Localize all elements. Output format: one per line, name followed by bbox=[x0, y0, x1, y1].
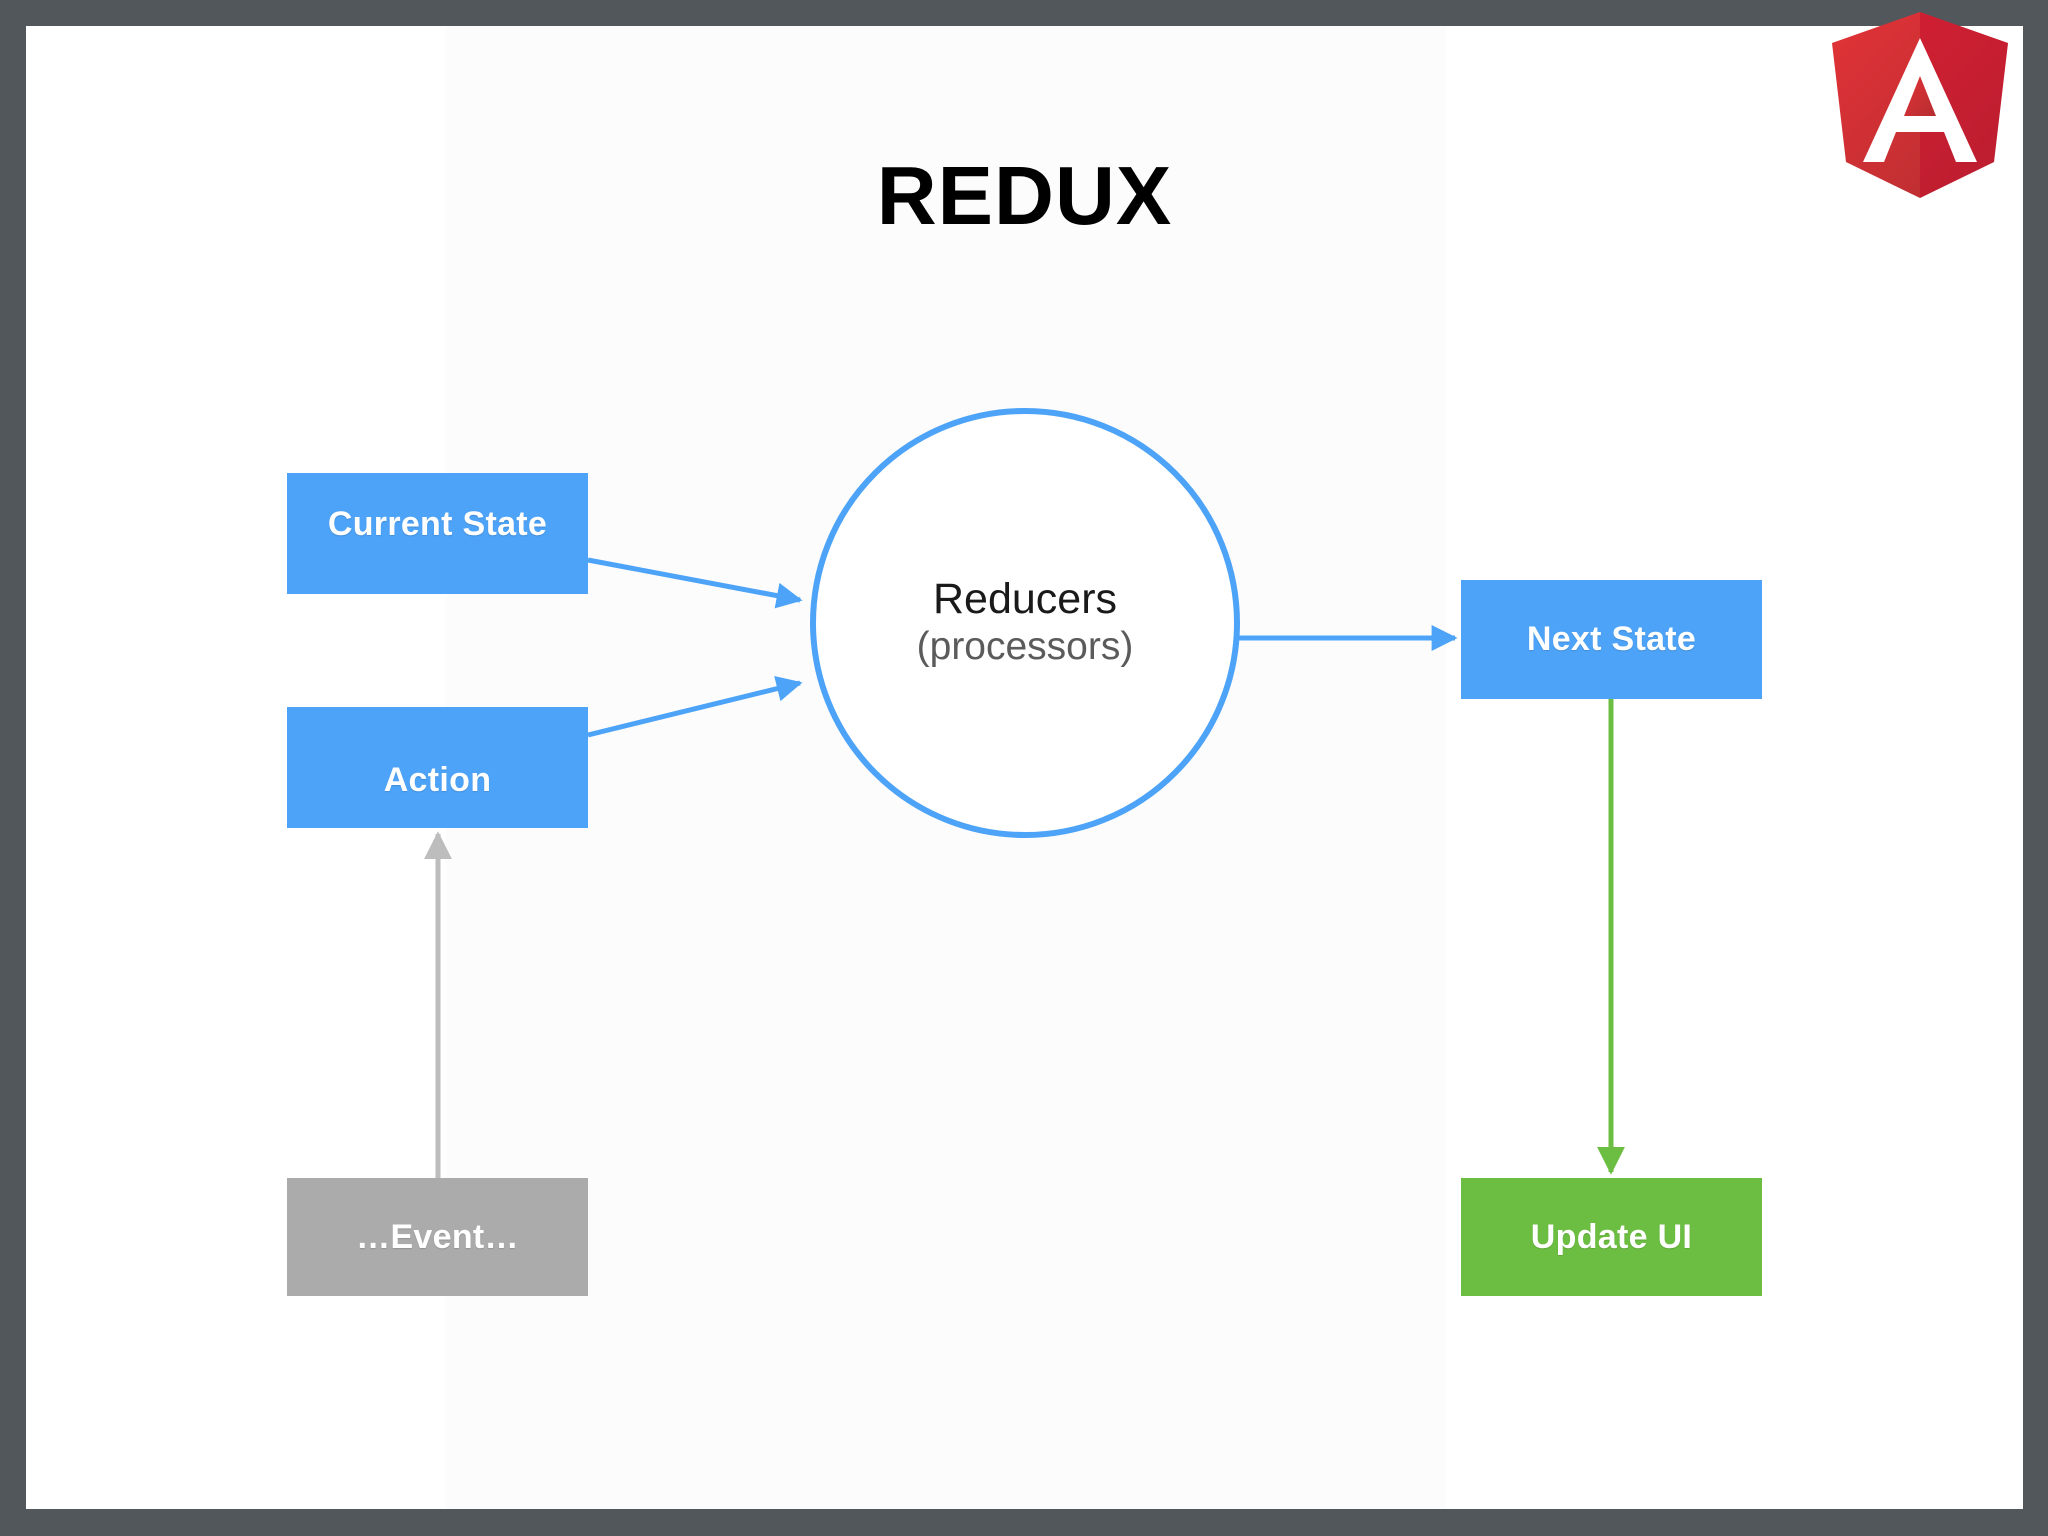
node-reducers-sublabel: (processors) bbox=[916, 625, 1134, 669]
edge-current-state-to-reducers bbox=[587, 557, 803, 609]
angular-logo bbox=[1829, 10, 2011, 200]
node-reducers-label: Reducers bbox=[932, 574, 1118, 623]
node-current-state[interactable]: Current State bbox=[287, 473, 588, 594]
node-update-ui[interactable]: Update UI bbox=[1461, 1178, 1762, 1296]
node-reducers[interactable]: Reducers (processors) bbox=[810, 408, 1240, 838]
slide-canvas: REDUX bbox=[26, 12, 2023, 1509]
node-event[interactable]: …Event… bbox=[287, 1178, 588, 1296]
node-action-label: Action bbox=[383, 761, 492, 799]
node-next-state-label: Next State bbox=[1526, 620, 1697, 658]
node-current-state-label: Current State bbox=[327, 505, 548, 543]
node-action[interactable]: Action bbox=[287, 707, 588, 828]
edge-action-to-reducers bbox=[587, 675, 803, 738]
page-title: REDUX bbox=[876, 149, 1173, 242]
node-update-ui-label: Update UI bbox=[1530, 1217, 1693, 1256]
node-next-state[interactable]: Next State bbox=[1461, 580, 1762, 699]
diagram-connectors bbox=[424, 557, 1625, 1178]
node-event-label: …Event… bbox=[356, 1217, 519, 1256]
